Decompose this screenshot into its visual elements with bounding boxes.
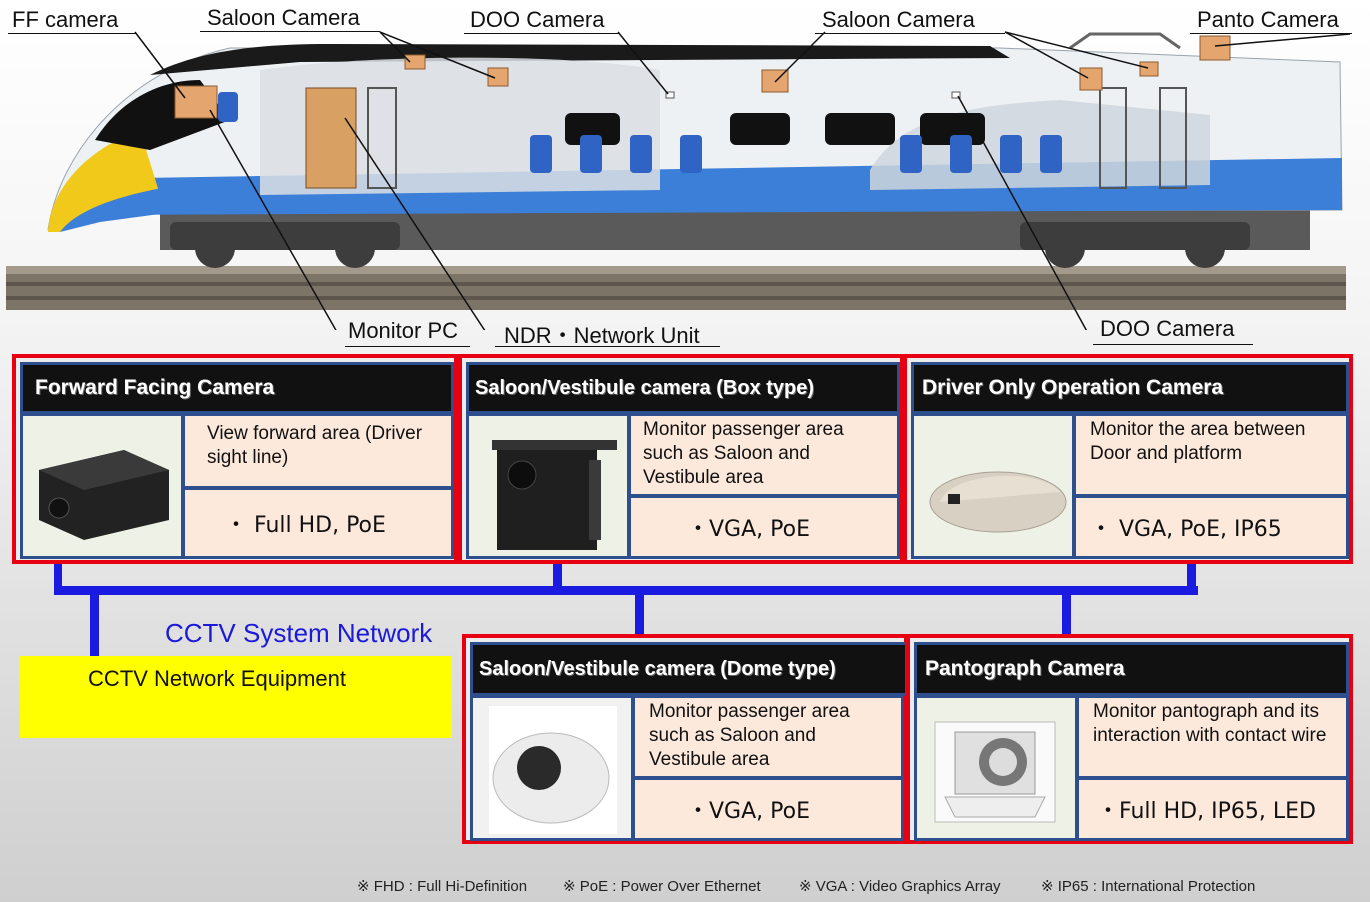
windows <box>565 113 985 145</box>
card-description: Monitor passenger area such as Saloon an… <box>632 695 904 779</box>
card-forward-facing-camera: Forward Facing Camera View forward area … <box>12 354 458 564</box>
card-description: Monitor pantograph and its interaction w… <box>1076 695 1349 779</box>
card-spec: ・Full HD, IP65, LED <box>1076 777 1349 841</box>
camera-photo-box <box>466 413 630 559</box>
card-pantograph-camera: Pantograph Camera Monitor pantograph and… <box>906 634 1353 844</box>
label-doo-camera-bottom: DOO Camera <box>1100 316 1235 341</box>
label-ndr-network-unit: NDR・Network Unit <box>504 323 700 348</box>
label-ff-camera: FF camera <box>12 7 119 32</box>
cabin-door <box>305 87 357 189</box>
label-saloon-camera-right: Saloon Camera <box>822 7 975 32</box>
camera-photo-dome <box>470 695 634 841</box>
card-description: View forward area (Driver sight line) <box>182 413 454 489</box>
train-illustration <box>6 31 1351 330</box>
train-camera-markers <box>174 35 1231 119</box>
card-spec: ・ Full HD, PoE <box>182 487 454 559</box>
card-title: Saloon/Vestibule camera (Dome type) <box>470 642 908 696</box>
bogie-left <box>170 222 400 268</box>
card-saloon-dome-camera: Saloon/Vestibule camera (Dome type) Moni… <box>462 634 908 844</box>
label-doo-camera-top: DOO Camera <box>470 7 605 32</box>
yellow-nose <box>48 130 160 232</box>
roof <box>150 44 1010 75</box>
camera-photo-forward <box>20 413 184 559</box>
card-title: Pantograph Camera <box>914 642 1349 696</box>
card-doo-camera: Driver Only Operation Camera Monitor the… <box>903 354 1353 564</box>
card-description: Monitor passenger area such as Saloon an… <box>628 413 900 497</box>
cctv-network-equipment: CCTV Network Equipment <box>20 656 452 738</box>
camera-photo-pantograph <box>914 695 1078 841</box>
card-title: Forward Facing Camera <box>20 362 454 414</box>
pantograph <box>1069 32 1181 50</box>
card-description: Monitor the area between Door and platfo… <box>1073 413 1349 497</box>
card-spec: ・VGA, PoE <box>628 495 900 559</box>
leader-lines <box>134 31 1351 330</box>
card-title: Driver Only Operation Camera <box>911 362 1349 414</box>
camera-photo-doo <box>911 413 1075 559</box>
card-spec: ・ VGA, PoE, IP65 <box>1073 495 1349 559</box>
footnote-fhd: ※ FHD : Full Hi-Definition <box>357 878 528 895</box>
footnote-poe: ※ PoE : Power Over Ethernet <box>563 878 761 895</box>
label-panto-camera: Panto Camera <box>1197 7 1339 32</box>
footnote-vga: ※ VGA : Video Graphics Array <box>799 878 1001 895</box>
cutaway-saloon <box>260 57 660 196</box>
card-title: Saloon/Vestibule camera (Box type) <box>466 362 900 414</box>
seats <box>218 92 1062 173</box>
card-saloon-box-camera: Saloon/Vestibule camera (Box type) Monit… <box>458 354 904 564</box>
label-saloon-camera-left: Saloon Camera <box>207 5 360 30</box>
footnote-ip65: ※ IP65 : International Protection <box>1041 878 1256 895</box>
label-monitor-pc: Monitor PC <box>348 318 459 343</box>
cctv-system-network-label: CCTV System Network <box>165 618 433 648</box>
card-spec: ・VGA, PoE <box>632 777 904 841</box>
bogie-right <box>1020 222 1250 268</box>
